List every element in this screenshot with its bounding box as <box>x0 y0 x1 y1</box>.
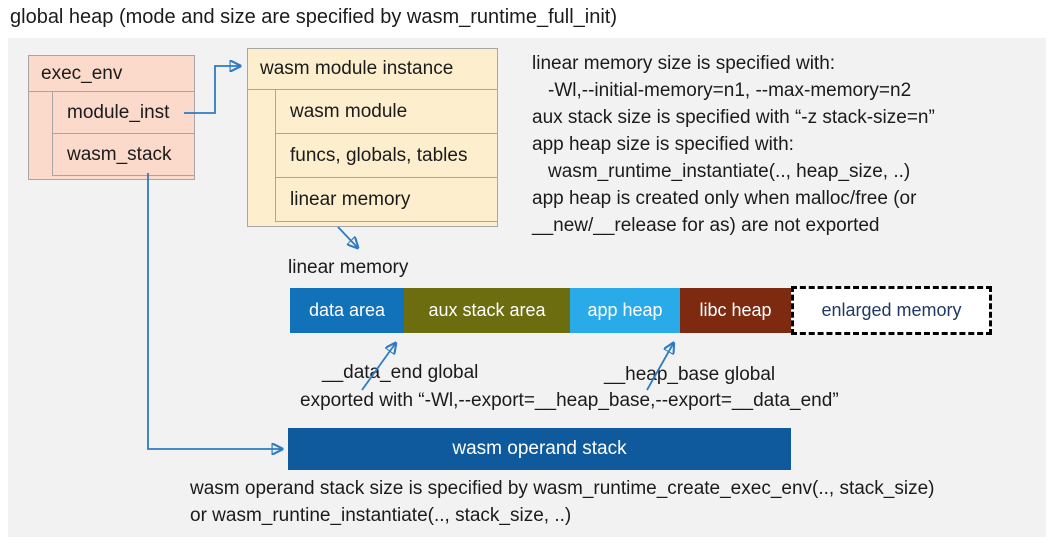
data-end-global-label: __data_end global <box>322 362 479 383</box>
module-instance-row-linear-memory: linear memory <box>275 177 498 222</box>
exported-with-label: exported with “-Wl,--export=__heap_base,… <box>300 390 839 411</box>
module-instance-row-wasm-module: wasm module <box>275 89 498 134</box>
segment-aux-stack-area: aux stack area <box>404 288 570 333</box>
note-line: app heap is created only when malloc/fre… <box>532 188 917 209</box>
note-line: -Wl,--initial-memory=n1, --max-memory=n2 <box>548 80 912 101</box>
segment-data-area: data area <box>290 288 404 333</box>
exec-env-row-module-inst: module_inst <box>52 91 195 134</box>
diagram-title: global heap (mode and size are specified… <box>10 6 617 28</box>
note-line: aux stack size is specified with “-z sta… <box>532 107 935 128</box>
segment-libc-heap: libc heap <box>680 288 791 333</box>
note-line: app heap size is specified with: <box>532 134 794 155</box>
note-line: wasm_runtime_instantiate(.., heap_size, … <box>548 161 911 182</box>
wasm-operand-stack-bar: wasm operand stack <box>288 428 791 470</box>
segment-enlarged-memory: enlarged memory <box>791 286 992 335</box>
note-line: __new/__release for as) are not exported <box>532 215 880 236</box>
segment-app-heap: app heap <box>570 288 680 333</box>
exec-env-header: exec_env <box>29 56 194 92</box>
module-instance-box: wasm module instance wasm module funcs, … <box>247 48 498 227</box>
note-line: linear memory size is specified with: <box>532 53 836 74</box>
operand-stack-note-line2: or wasm_runtine_instantiate(.., stack_si… <box>190 505 572 526</box>
operand-stack-note-line1: wasm operand stack size is specified by … <box>190 478 935 499</box>
notes-right: linear memory size is specified with: -W… <box>532 50 935 239</box>
linear-memory-label: linear memory <box>288 257 409 278</box>
heap-base-global-label: __heap_base global <box>604 364 776 385</box>
module-instance-header: wasm module instance <box>248 49 497 90</box>
exec-env-box: exec_env module_inst wasm_stack <box>28 55 195 180</box>
module-instance-row-funcs-globals-tables: funcs, globals, tables <box>275 133 498 178</box>
exec-env-row-wasm-stack: wasm_stack <box>52 133 195 176</box>
